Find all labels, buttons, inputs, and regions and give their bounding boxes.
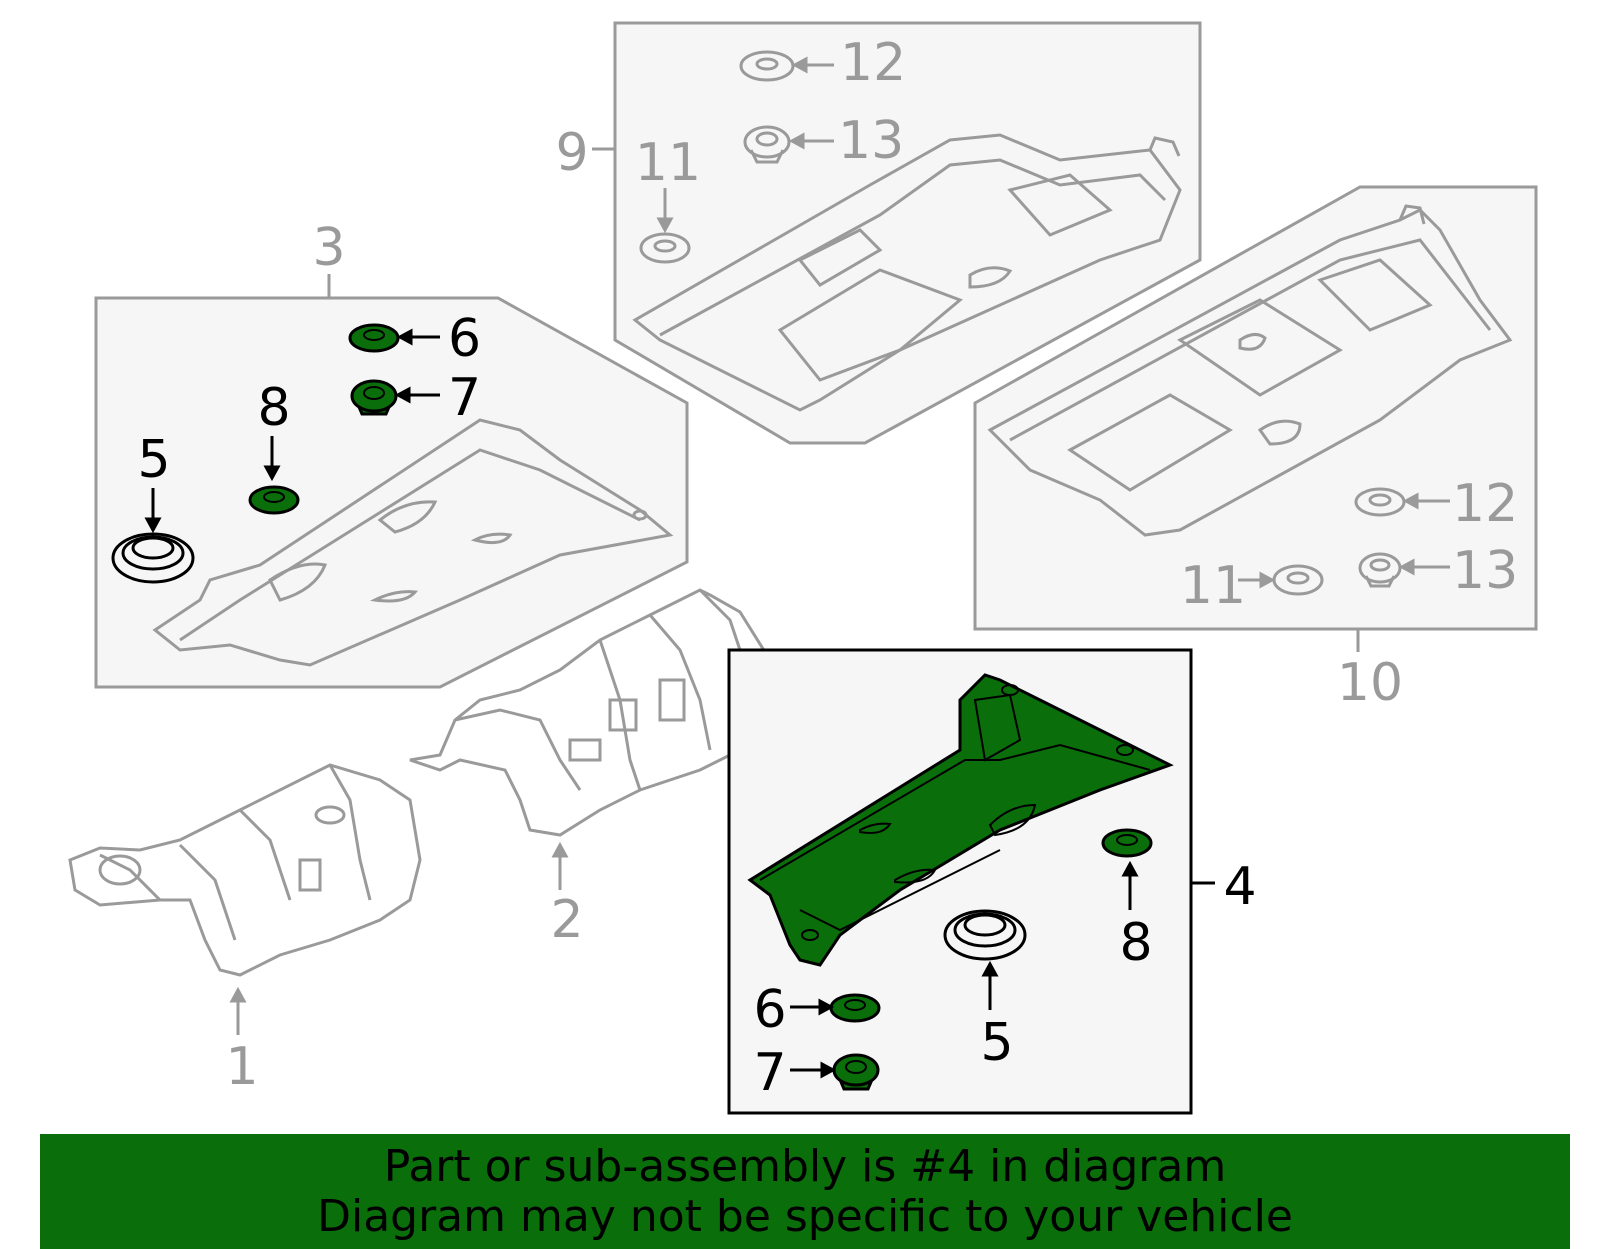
underbody-shield-9 <box>632 133 1182 412</box>
underbody-shield-4 <box>747 673 1174 967</box>
callout-13-right: 13 <box>1452 541 1518 601</box>
heat-shield-2 <box>409 588 777 890</box>
washer-8-right-icon <box>1101 828 1153 858</box>
callout-10: 10 <box>1337 653 1403 713</box>
callout-7-right: 7 <box>753 1043 786 1103</box>
leaders-4 <box>790 860 1139 1079</box>
callout-11-right: 11 <box>1180 556 1246 616</box>
callout-9: 9 <box>555 123 588 183</box>
washer-6-right-icon <box>829 993 881 1023</box>
group-3-box <box>94 274 689 689</box>
grommet-13-right-icon <box>1358 552 1402 588</box>
callout-3: 3 <box>312 218 345 278</box>
grommet-13-top-icon <box>743 125 791 164</box>
washer-6-left-icon <box>348 323 400 353</box>
washer-12-top-icon <box>739 50 795 82</box>
callout-11-top: 11 <box>635 133 701 193</box>
callout-2: 2 <box>550 890 583 950</box>
washer-11-top-icon <box>639 232 691 264</box>
underbody-shield-3 <box>152 418 674 667</box>
washer-8-left-icon <box>248 485 300 515</box>
leaders-3 <box>144 328 440 534</box>
callout-8-right: 8 <box>1119 913 1152 973</box>
callout-12-top: 12 <box>840 33 906 93</box>
callout-13-top: 13 <box>838 111 904 171</box>
leaders-9 <box>656 56 834 234</box>
grommet-5-right-icon <box>943 909 1027 961</box>
underbody-shield-10 <box>987 204 1513 537</box>
callout-7-left: 7 <box>448 368 481 428</box>
heat-shield-1 <box>68 763 422 1035</box>
grommet-5-left-icon <box>111 532 195 584</box>
leaders-10 <box>1238 492 1450 589</box>
banner-line-2: Diagram may not be specific to your vehi… <box>317 1191 1293 1242</box>
callout-1: 1 <box>225 1037 258 1097</box>
callout-8-left: 8 <box>257 378 290 438</box>
grommet-7-left-icon <box>350 379 398 416</box>
callout-5-right: 5 <box>980 1013 1013 1073</box>
grommet-7-right-icon <box>832 1053 880 1091</box>
callout-4: 4 <box>1223 857 1256 917</box>
group-10-box <box>973 185 1538 652</box>
callout-12-right: 12 <box>1452 474 1518 534</box>
banner-line-1: Part or sub-assembly is #4 in diagram <box>383 1141 1227 1192</box>
callout-5-left: 5 <box>137 430 170 490</box>
callout-6-right: 6 <box>753 980 786 1040</box>
washer-12-right-icon <box>1354 487 1406 517</box>
callout-6-left: 6 <box>448 309 481 369</box>
info-banner: Part or sub-assembly is #4 in diagram Di… <box>40 1134 1570 1249</box>
